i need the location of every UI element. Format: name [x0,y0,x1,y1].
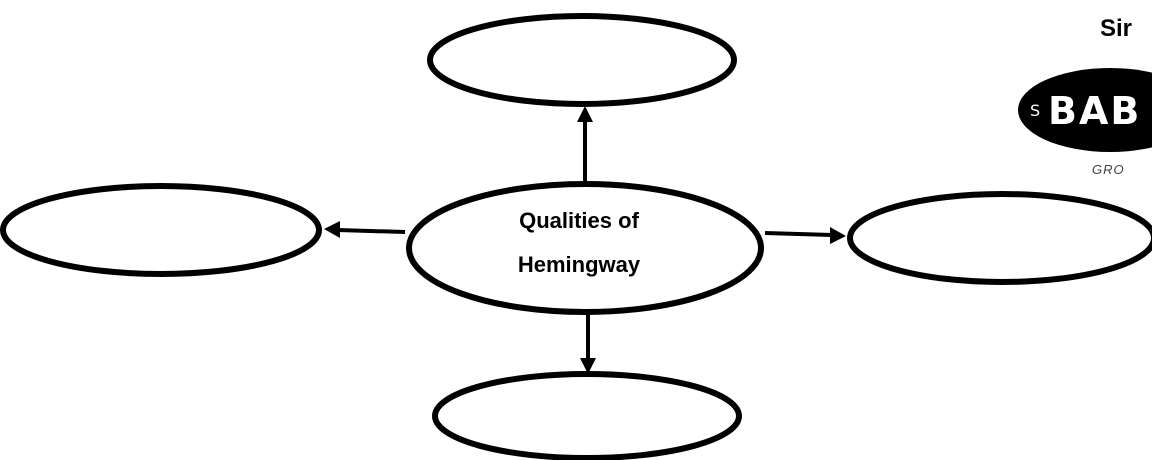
arrowhead-bottom [580,358,596,374]
center-bubble-line1: Qualities of [519,208,639,233]
logo-tagline: Sir [1100,15,1132,42]
connector-right [764,231,833,237]
arrowhead-right [830,227,846,244]
logo-oval [1018,68,1152,152]
logo-subtext: GRO [1092,162,1125,177]
center-bubble [406,181,764,315]
bottom-bubble [432,371,742,460]
connector-left [337,228,406,234]
center-bubble-line2: Hemingway [518,252,641,277]
arrowhead-left [324,221,340,238]
left-bubble [0,183,322,277]
logo-small-letter: S [1030,101,1040,120]
arrowhead-top [577,106,593,122]
logo: Sir S BAB GRO [1018,15,1152,177]
top-bubble [427,13,737,107]
logo-word: BAB [1048,89,1141,133]
right-bubble [847,191,1152,285]
